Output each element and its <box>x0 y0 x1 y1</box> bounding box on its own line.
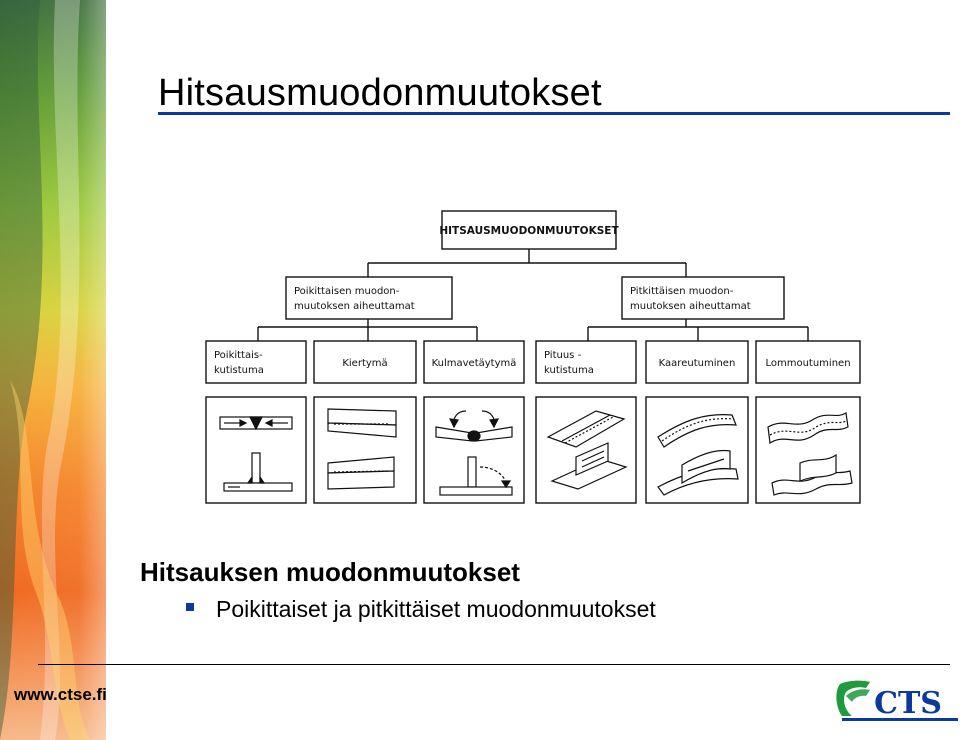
illustration-frame-4 <box>535 396 637 504</box>
bullet-text: Poikittaiset ja pitkittäiset muodonmuuto… <box>216 596 656 622</box>
page-title: Hitsausmuodonmuutokset <box>158 72 602 114</box>
leaf-box-2 <box>313 340 417 384</box>
subheading: Hitsauksen muodonmuutokset <box>140 557 520 587</box>
angular-distortion-illustration <box>435 410 513 496</box>
leaf-box-5 <box>645 340 749 384</box>
leaf-label-1-line2: kutistuma <box>214 365 264 376</box>
bullet-item: Poikittaiset ja pitkittäiset muodonmuuto… <box>186 596 656 623</box>
group-label-transverse-line2: muutoksen aiheuttamat <box>294 301 415 312</box>
diagram-root-label: HITSAUSMUODONMUUTOKSET <box>439 225 619 237</box>
leaf-label-5: Kaareutuminen <box>659 358 736 369</box>
deformation-tree-diagram: HITSAUSMUODONMUUTOKSET Poikittaisen muod… <box>205 210 861 504</box>
logo-wordmark: CTS <box>874 686 942 721</box>
leaf-label-4-line2: kutistuma <box>544 365 594 376</box>
longitudinal-shrinkage-illustration <box>546 410 628 490</box>
illustration-frame-3 <box>423 396 525 504</box>
footer-divider <box>38 664 950 665</box>
group-box-transverse <box>285 276 453 320</box>
decorative-side-strip <box>0 0 106 740</box>
square-bullet-icon <box>186 602 194 611</box>
buckling-illustration <box>767 412 853 496</box>
leaf-label-1-line1: Poikittais- <box>214 350 263 361</box>
bending-illustration <box>657 414 739 496</box>
leaf-box-6 <box>755 340 861 384</box>
transverse-shrinkage-illustration <box>219 416 293 492</box>
leaf-box-1 <box>205 340 307 384</box>
footer-url[interactable]: www.ctse.fi <box>14 685 107 704</box>
cts-logo: CTS <box>836 680 958 721</box>
group-label-longitudinal-line2: muutoksen aiheuttamat <box>630 301 751 312</box>
illustration-frame-1 <box>205 396 307 504</box>
leaf-box-3 <box>423 340 525 384</box>
leaf-label-4-line1: Pituus - <box>544 350 582 361</box>
group-box-longitudinal <box>621 276 785 320</box>
leaf-label-3: Kulmavetäytymä <box>432 358 517 369</box>
title-underline <box>158 112 950 115</box>
root-box <box>441 210 617 250</box>
illustration-frame-2 <box>313 396 417 504</box>
leaf-box-4 <box>535 340 637 384</box>
group-label-longitudinal-line1: Pitkittäisen muodon- <box>630 286 734 297</box>
leaf-label-6: Lommoutuminen <box>765 358 850 369</box>
group-label-transverse-line1: Poikittaisen muodon- <box>294 286 400 297</box>
illustration-frame-6 <box>755 396 861 504</box>
rotational-distortion-illustration <box>327 408 397 490</box>
leaf-label-2: Kiertymä <box>342 358 387 369</box>
illustration-frame-5 <box>645 396 749 504</box>
